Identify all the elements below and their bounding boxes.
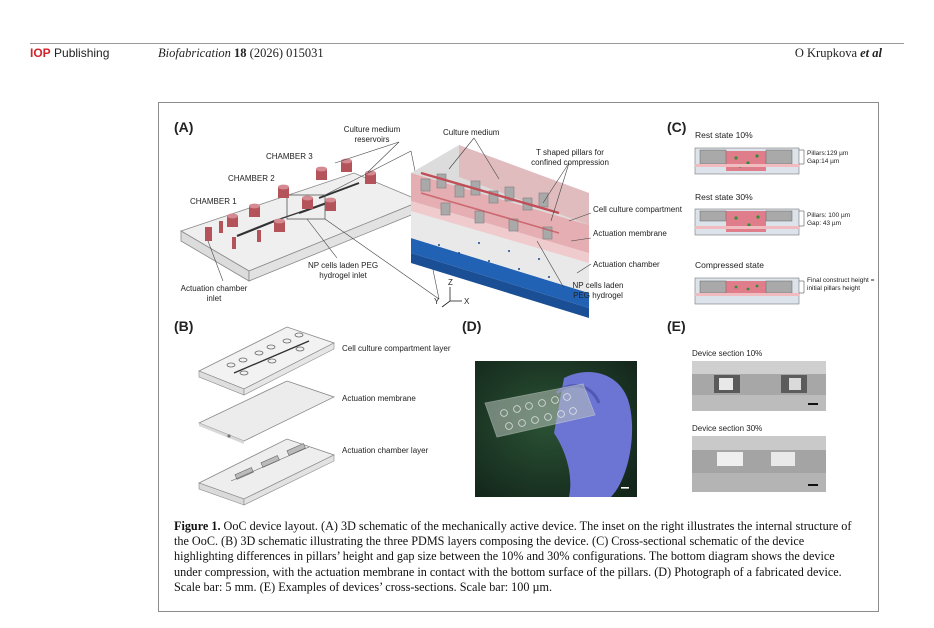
panel-b-label: (B) [174,318,194,334]
panel-c-rest30 [694,208,800,236]
panel-c-compressed [694,277,800,305]
label-chamber-2: CHAMBER 2 [228,174,275,183]
label-layer-top: Cell culture compartment layer [342,344,451,353]
panel-e-section-30 [692,436,826,492]
label-actuation-inlet: Actuation chamber inlet [180,284,248,303]
label-reservoirs: Culture medium reservoirs [343,125,401,144]
label-rest10-pillars: Pillars:129 µm [807,150,849,157]
axis-x-label: X [464,297,470,306]
journal-volume: 18 [234,46,247,60]
figure-caption: Figure 1. OoC device layout. (A) 3D sche… [174,519,864,595]
label-layer-mid: Actuation membrane [342,394,416,403]
axis-z-label: Z [448,278,453,287]
label-compressed-title: Compressed state [695,260,764,270]
publisher-logo: IOP Publishing [30,46,109,60]
journal-name: Biofabrication [158,46,231,60]
label-chamber-3: CHAMBER 3 [266,152,313,161]
publisher-word: Publishing [54,46,110,60]
label-section-10: Device section 10% [692,349,763,358]
label-layer-bottom: Actuation chamber layer [342,446,429,455]
journal-reference: Biofabrication 18 (2026) 015031 [158,46,324,61]
label-compartment: Cell culture compartment [593,205,682,214]
label-t-pillars: T shaped pillars for confined compressio… [531,148,609,167]
axis-y-label: Y [434,297,440,306]
panel-a-device [180,141,440,300]
label-section-30: Device section 30% [692,424,763,433]
et-al: et al [860,46,882,60]
panel-e-section-10 [692,361,826,411]
label-rest10-gap: Gap:14 µm [807,158,840,165]
label-rest30-gap: Gap: 43 µm [807,220,842,227]
panel-a-inset: Z X Y [411,137,592,318]
panel-d-label: (D) [462,318,482,334]
label-np-hydrogel: NP cells laden PEG hydrogel [572,281,624,300]
panel-d-photo [475,361,637,497]
panel-c-rest10 [694,147,800,175]
caption-figure-label: Figure 1. [174,519,221,533]
label-rest30-pillars: Pillars: 100 µm [807,212,851,219]
caption-text: OoC device layout. (A) 3D schematic of t… [174,519,852,594]
panel-a-label: (A) [174,119,194,135]
label-actuation-chamber: Actuation chamber [593,260,660,269]
figure-artwork: Z X Y [180,137,826,506]
label-culture-medium: Culture medium [443,128,500,137]
label-rest10-title: Rest state 10% [695,130,753,140]
article-id: 015031 [286,46,324,60]
running-authors: O Krupkova et al [795,46,882,61]
label-membrane: Actuation membrane [593,229,667,238]
author-names: O Krupkova [794,46,857,60]
reservoir-group [205,158,376,249]
figure-1: (A) (B) (C) (D) (E) [158,102,879,612]
panel-e-label: (E) [667,318,686,334]
header-rule [30,43,904,44]
label-compressed-note: Final construct height = initial pillars… [807,277,875,292]
publisher-mark: IOP [30,46,51,60]
journal-year: (2026) [249,46,283,60]
label-hydrogel-inlet: NP cells laden PEG hydrogel inlet [307,261,379,280]
label-rest30-title: Rest state 30% [695,192,753,202]
panel-b-layers [197,326,336,506]
label-chamber-1: CHAMBER 1 [190,197,237,206]
panel-c-label: (C) [667,119,687,135]
